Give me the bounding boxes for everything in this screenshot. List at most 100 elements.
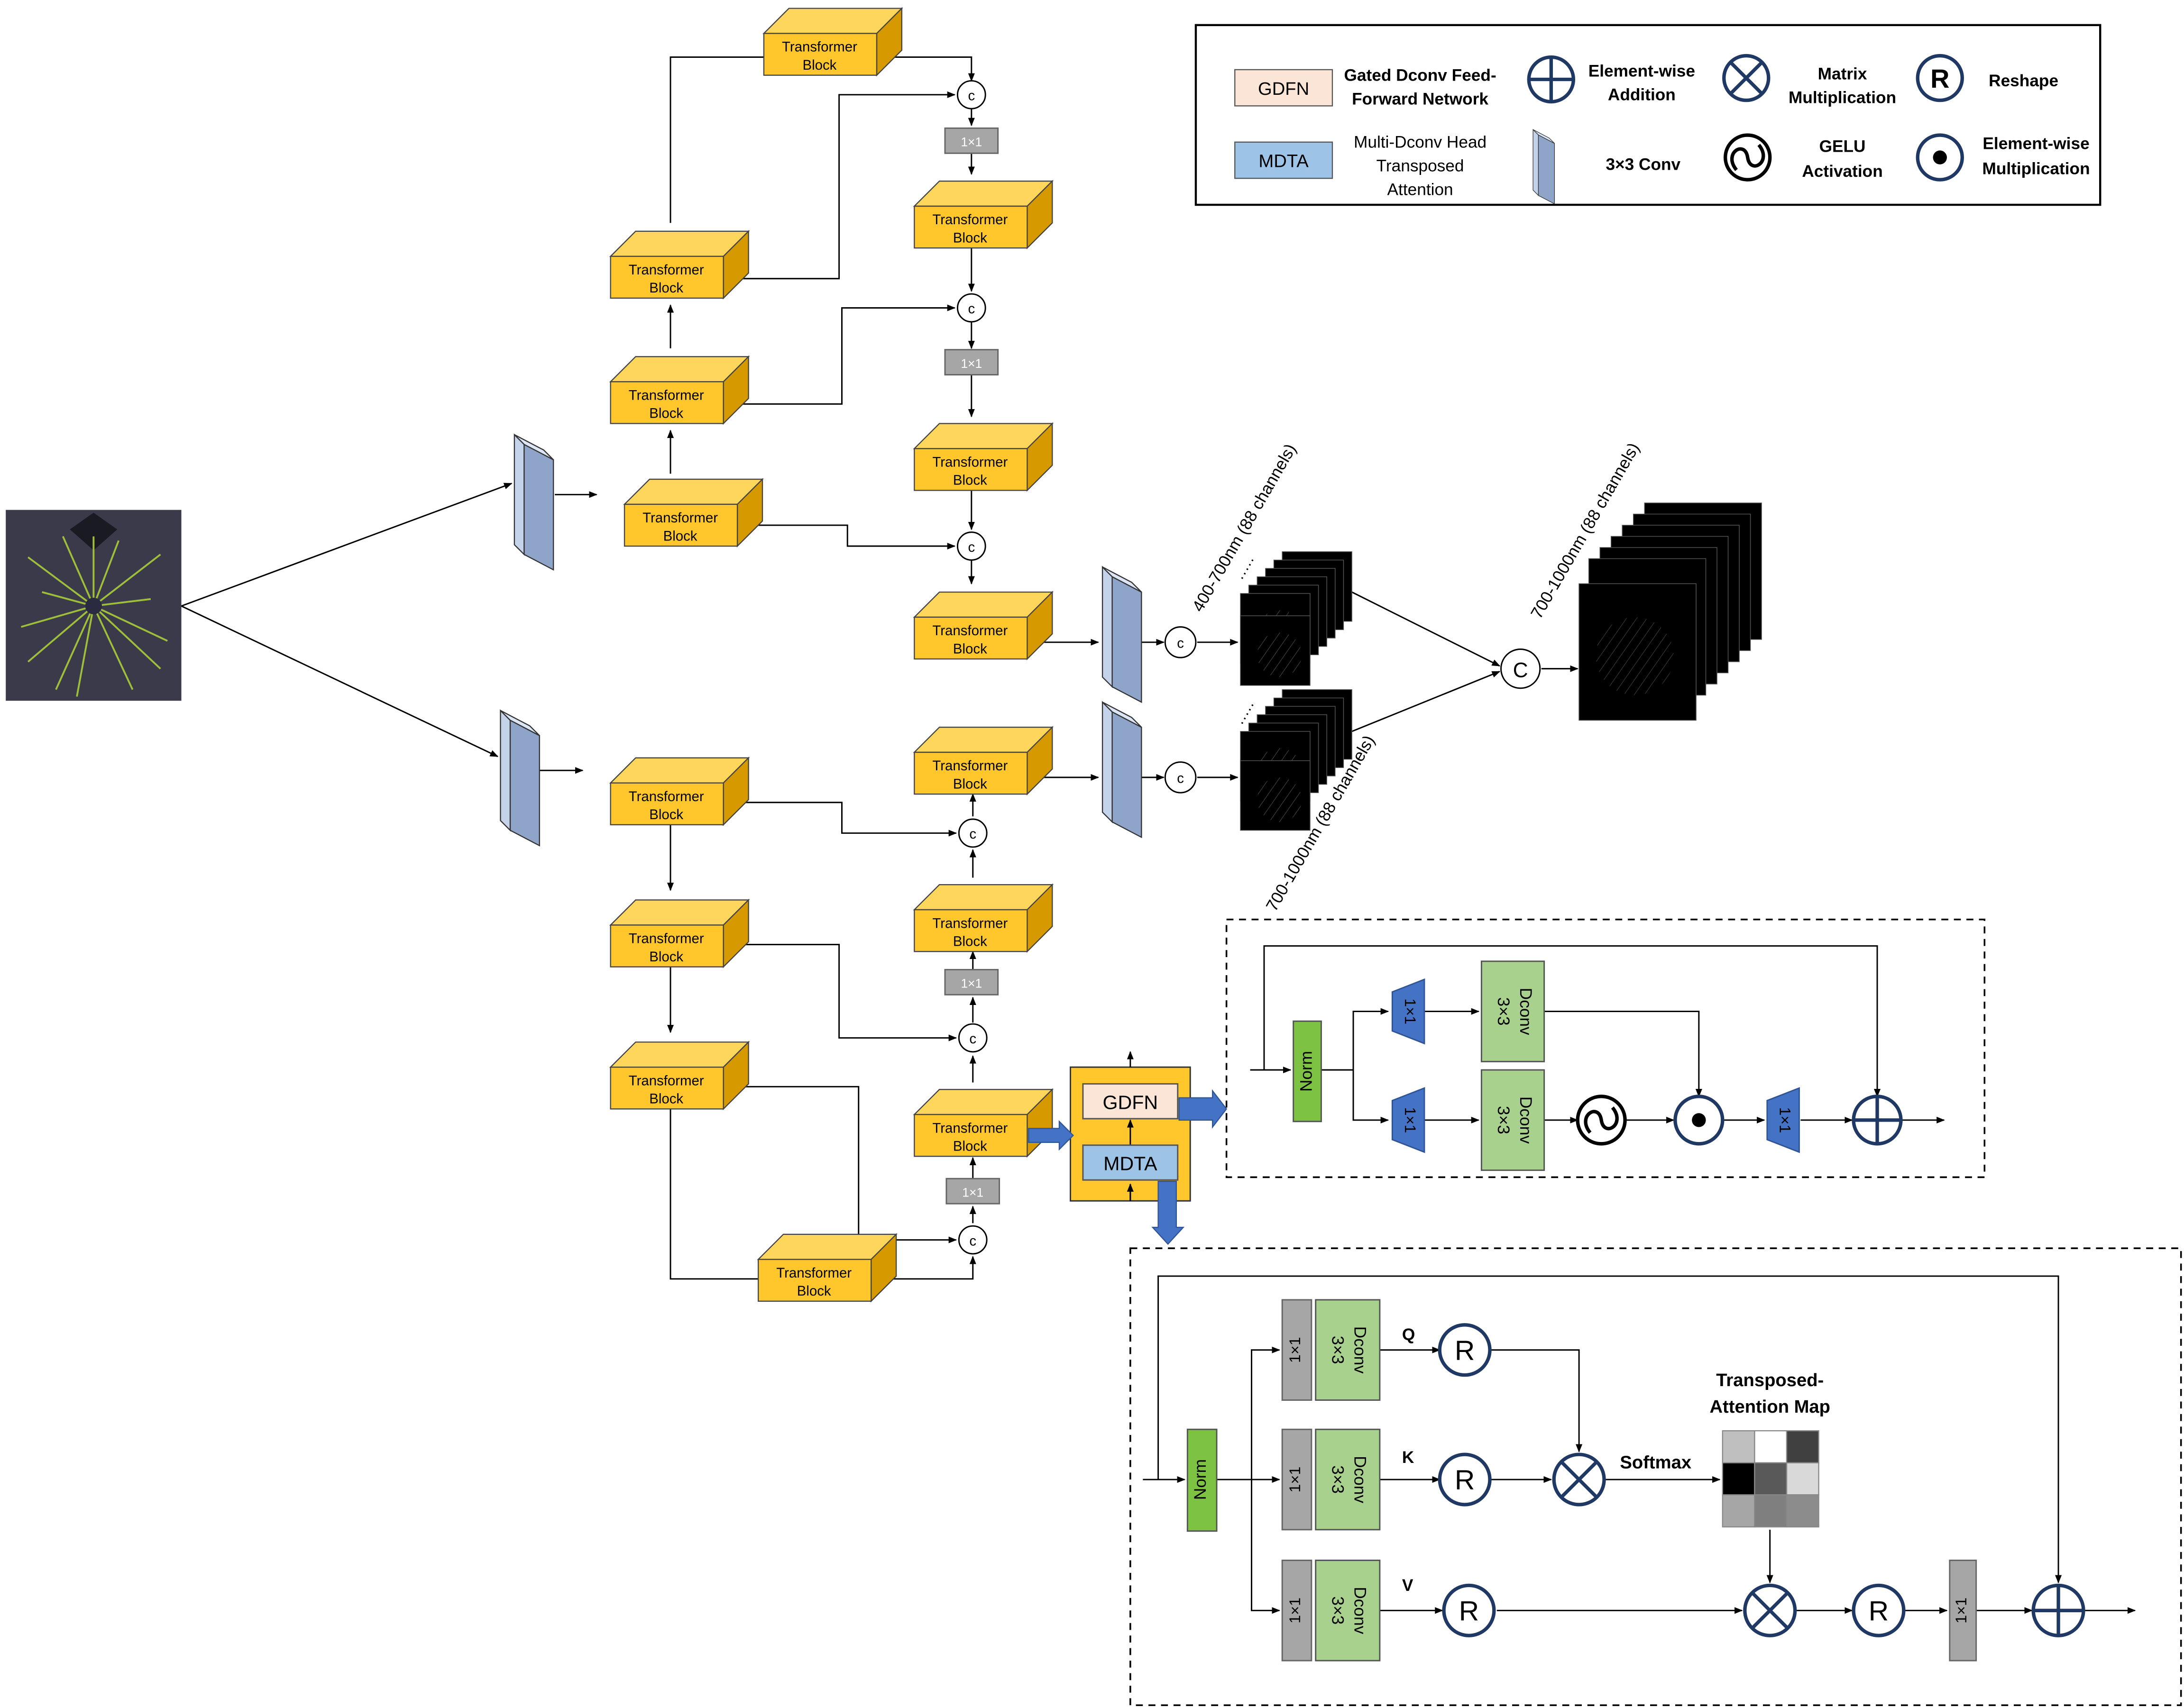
concat-node: c [956, 80, 986, 110]
transformer-label: Block [953, 230, 987, 246]
transformer-block: Transformer Block [914, 591, 1053, 660]
dconv-label: 3×3 [1328, 1465, 1347, 1494]
legend-mdta-desc-1: Multi-Dconv Head [1354, 133, 1487, 152]
gelu-icon [1576, 1095, 1627, 1146]
transformer-label: Transformer [629, 387, 704, 403]
svg-text:c: c [968, 539, 975, 555]
svg-text:1×1: 1×1 [961, 135, 982, 149]
q-label: Q [1402, 1325, 1415, 1344]
transformer-block: Transformer Block [914, 726, 1053, 795]
conv1x1: 1×1 [1949, 1560, 1977, 1662]
elementwise-mult-icon [1673, 1095, 1725, 1146]
matmul-icon [1552, 1452, 1606, 1507]
dconv-label: Dconv [1350, 1326, 1369, 1374]
softmax-label: Softmax [1620, 1452, 1691, 1473]
reshape-icon [1442, 1583, 1496, 1637]
transformer-label: Block [953, 1138, 987, 1154]
transformer-label: Block [953, 473, 987, 488]
transformer-block: Transformer Block [610, 899, 749, 968]
transformer-label: Block [649, 807, 683, 822]
arrow-to-detail [1028, 1120, 1074, 1151]
matmul-icon [1743, 1583, 1797, 1637]
legend-mdta-desc-3: Attention [1387, 180, 1453, 199]
k-branch: 1×1 3×3 Dconv K R [1281, 1428, 1492, 1531]
conv1x1 [1281, 1299, 1312, 1401]
mdta-detail: Norm 1×1 3×3 Dconv Q R 1×1 3×3 Dconv K R… [1129, 1247, 2182, 1706]
transformer-block: Transformer Block [763, 8, 903, 76]
conv1x1-trapezoid: 1×1 [1391, 978, 1425, 1045]
legend-gdfn-desc-1: Gated Dconv Feed- [1344, 66, 1496, 84]
transformer-block: Transformer Block [757, 1233, 897, 1302]
conv1x1 [1281, 1560, 1312, 1662]
transformer-blocks: Transformer Block Transformer Block Tran… [610, 8, 1053, 1302]
arrow-to-gdfn [1178, 1089, 1228, 1129]
svg-text:1×1: 1×1 [961, 977, 982, 991]
svg-text:Norm: Norm [1297, 1051, 1315, 1092]
transformer-block: Transformer Block [914, 180, 1053, 249]
norm-box: Norm [1293, 1020, 1322, 1123]
k-label: K [1402, 1448, 1414, 1467]
legend-elementwise-mult-icon [1916, 133, 1964, 182]
output-stack-visible: ····· [1233, 551, 1353, 686]
svg-text:c: c [1177, 771, 1184, 786]
legend-mdta-desc-2: Transposed [1376, 156, 1464, 175]
transformer-label: Transformer [629, 931, 704, 947]
v-branch: 1×1 3×3 Dconv V R [1281, 1560, 1496, 1662]
svg-text:C: C [1513, 658, 1528, 682]
legend-addition-icon [1527, 55, 1576, 104]
legend-gdfn-swatch [1234, 69, 1333, 107]
arrow-input-lower [181, 605, 499, 758]
lower-branch-connections [539, 591, 1578, 1280]
svg-text:3×3: 3×3 [1494, 1106, 1513, 1134]
transformer-label: Transformer [932, 623, 1008, 639]
legend-gdfn-desc-2: Forward Network [1352, 90, 1488, 108]
transformer-label: Transformer [642, 510, 718, 526]
dconv-box [1315, 1299, 1381, 1401]
transformer-block: Transformer Block [610, 757, 749, 825]
concat-node: c [958, 1023, 988, 1053]
reshape-icon [1438, 1323, 1492, 1377]
legend-mult-1: Element-wise [1982, 134, 2089, 153]
svg-text:1×1: 1×1 [961, 356, 982, 371]
legend-mult-2: Multiplication [1982, 159, 2090, 178]
svg-text:c: c [969, 1031, 976, 1047]
attention-map-title-1: Transposed- [1716, 1370, 1824, 1390]
transformer-block-detail: GDFN MDTA [1069, 1051, 1191, 1202]
legend-matmul-icon [1722, 54, 1771, 102]
concat-node: c [958, 818, 988, 848]
svg-text:c: c [1177, 636, 1184, 651]
reshape-label: R [1459, 1596, 1479, 1626]
conv1x1: 1×1 [944, 349, 999, 376]
conv1x1: 1×1 [944, 127, 999, 154]
conv3x3-lower-input [500, 710, 540, 847]
transformer-label: Transformer [776, 1265, 852, 1281]
gdfn-box [1082, 1083, 1179, 1120]
legend: GDFN Gated Dconv Feed- Forward Network M… [1194, 24, 2101, 206]
dconv-label: Dconv [1350, 1456, 1369, 1503]
legend-mdta-swatch [1234, 141, 1333, 179]
addition-icon [1852, 1095, 1903, 1146]
dconv-box: 3×3 Dconv [1480, 1069, 1545, 1171]
legend-gelu-1: GELU [1819, 137, 1866, 155]
transformer-block: Transformer Block [610, 356, 749, 424]
transformer-label: Block [797, 1283, 831, 1299]
conv1x1-boxes: 1×1 1×1 1×1 1×1 [944, 127, 1000, 1205]
transformer-label: Transformer [629, 1073, 704, 1088]
arrow-to-mdta [1151, 1180, 1185, 1245]
transformer-label: Transformer [932, 1120, 1008, 1136]
legend-conv3-icon [1532, 129, 1555, 204]
mdta-detail-frame [1129, 1247, 2182, 1706]
legend-addition-2: Addition [1608, 86, 1676, 104]
svg-text:1×1: 1×1 [1953, 1598, 1970, 1624]
legend-matmul-2: Multiplication [1789, 88, 1896, 107]
concat-node-large: C [1500, 648, 1541, 689]
concat-node: c [956, 531, 986, 561]
dconv-label: 3×3 [1328, 1596, 1347, 1625]
svg-text:1×1: 1×1 [962, 1185, 983, 1199]
transformer-label: Block [953, 933, 987, 949]
transformer-block: Transformer Block [624, 478, 763, 547]
transformer-label: Block [649, 280, 683, 296]
transformer-label: Block [649, 406, 683, 421]
concat-nodes: c c c c c c c c C [956, 80, 1541, 1255]
conv3x3-lower-output [1101, 701, 1142, 838]
